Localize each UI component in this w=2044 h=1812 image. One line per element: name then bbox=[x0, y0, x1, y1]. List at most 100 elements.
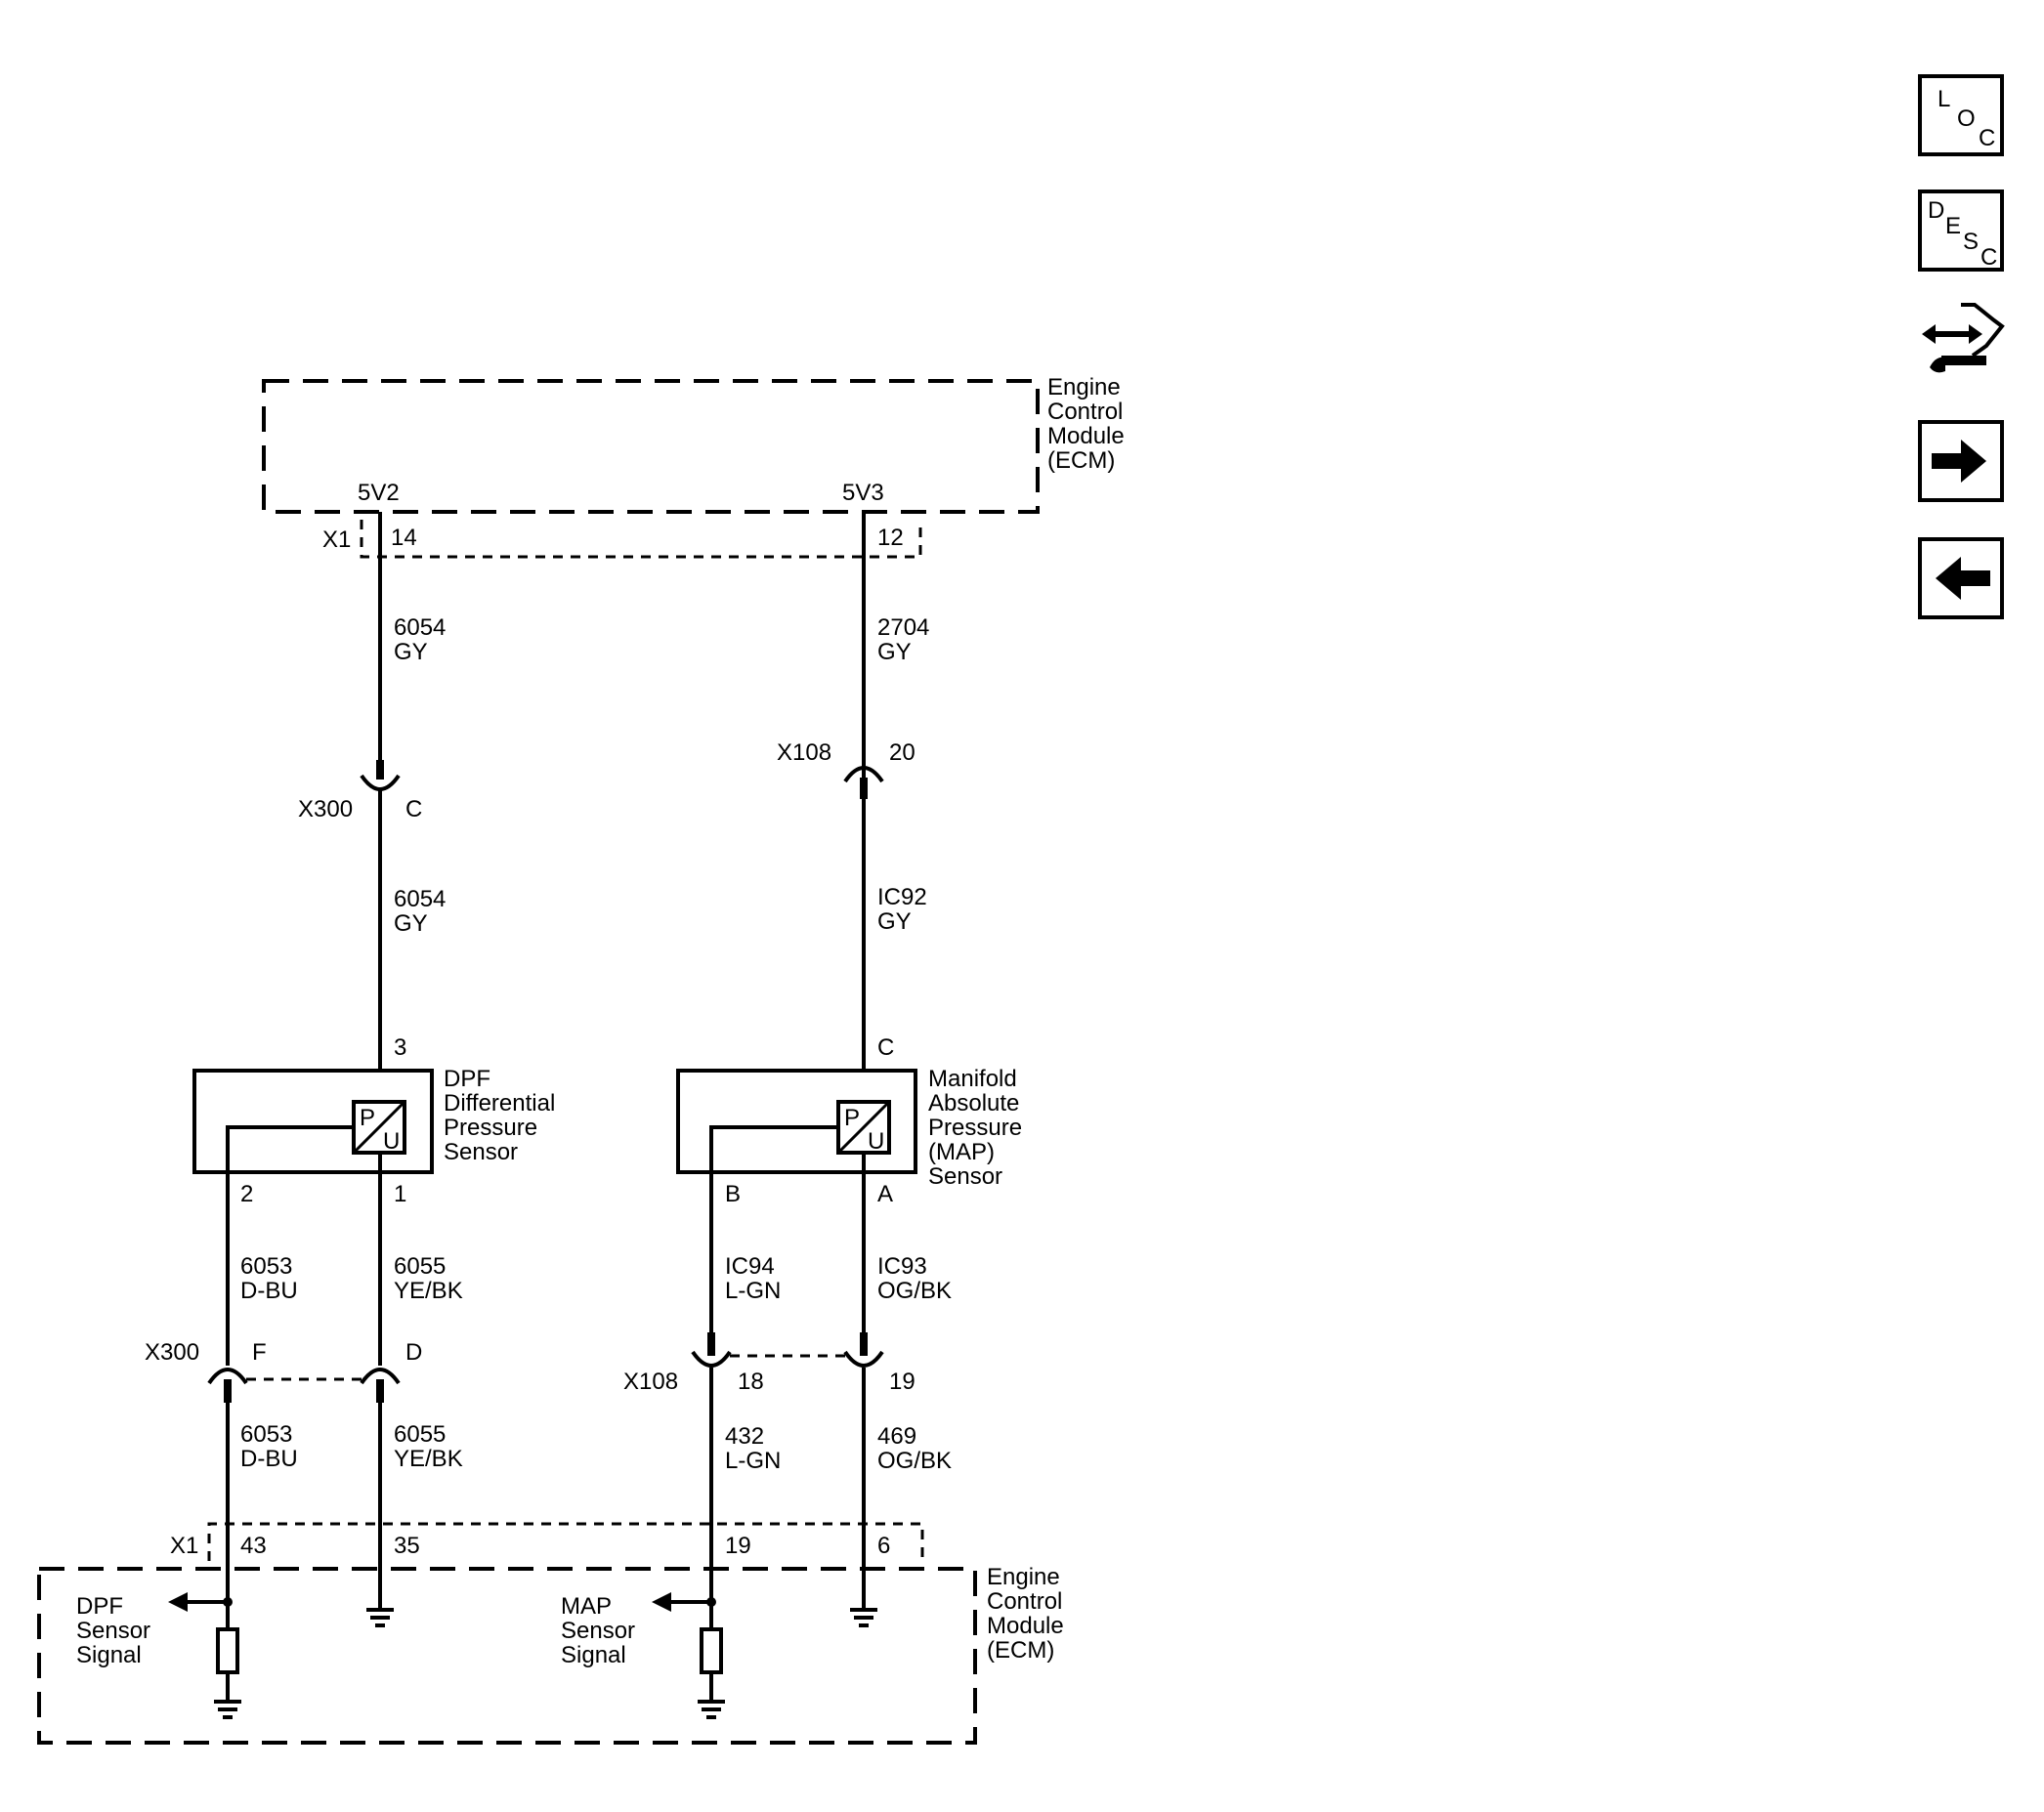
x108-lower-label: X108 bbox=[623, 1369, 678, 1395]
map-label-3: Pressure bbox=[928, 1115, 1022, 1141]
desc-icon[interactable]: D E S C bbox=[1918, 190, 2004, 272]
x300-upper-label: X300 bbox=[298, 796, 353, 822]
x300-lower-pin-f: F bbox=[252, 1339, 267, 1366]
x1-bottom-connector: X1 43 35 19 6 bbox=[170, 1522, 924, 1561]
loc-letter-o: O bbox=[1957, 105, 1976, 132]
x300-lower-label: X300 bbox=[145, 1339, 199, 1366]
pin-12-label: 12 bbox=[877, 525, 904, 551]
wire-2704-circuit: 2704 GY X108 20 IC92 GY C bbox=[777, 512, 929, 1071]
x108-lower-pin-19: 19 bbox=[889, 1369, 916, 1395]
dpf-pin-3: 3 bbox=[394, 1034, 406, 1061]
dpf-label-4: Sensor bbox=[444, 1139, 518, 1165]
map-signal-3: Signal bbox=[561, 1642, 626, 1668]
wire-ic93-color: OG/BK bbox=[877, 1278, 952, 1304]
ecm-top-title-3: Module bbox=[1047, 423, 1125, 449]
x108-upper-label: X108 bbox=[777, 739, 831, 766]
map-label-1: Manifold bbox=[928, 1066, 1017, 1092]
pin-43-label: 43 bbox=[240, 1533, 267, 1559]
x1-top-label: X1 bbox=[322, 527, 351, 553]
map-pin-a: A bbox=[877, 1181, 893, 1207]
desc-letter-d: D bbox=[1928, 197, 1945, 224]
wire-6053-a-color: D-BU bbox=[240, 1278, 298, 1304]
x1-bottom-label: X1 bbox=[170, 1533, 198, 1559]
wire-469-color: OG/BK bbox=[877, 1448, 952, 1474]
wire-2704-color: GY bbox=[877, 639, 912, 665]
pin-label-5v2: 5V2 bbox=[358, 480, 400, 506]
dpf-label-2: Differential bbox=[444, 1090, 555, 1117]
map-label-4: (MAP) bbox=[928, 1139, 995, 1165]
map-label-2: Absolute bbox=[928, 1090, 1019, 1117]
dpf-differential-pressure-sensor: P U DPF Differential Pressure Sensor 2 1 bbox=[192, 1066, 555, 1207]
back-arrow-icon[interactable] bbox=[1918, 537, 2004, 619]
map-signal-1: MAP bbox=[561, 1593, 612, 1620]
ecm-top-module: Engine Control Module (ECM) 5V2 5V3 bbox=[262, 374, 1125, 514]
desc-letter-s: S bbox=[1963, 229, 1980, 255]
map-pin-c: C bbox=[877, 1034, 894, 1061]
left-arrow-glyph bbox=[1936, 557, 1990, 600]
wire-469-number: 469 bbox=[877, 1423, 916, 1450]
wire-ic92-color: GY bbox=[877, 908, 912, 935]
x1-top-connector: X1 14 12 bbox=[322, 520, 922, 559]
dpf-lower-wiring: 6053 D-BU 6055 YE/BK X300 F D 6053 D-BU … bbox=[145, 1172, 463, 1610]
dpf-signal-1: DPF bbox=[76, 1593, 123, 1620]
wire-2704-number: 2704 bbox=[877, 614, 929, 641]
loc-letter-l: L bbox=[1938, 86, 1951, 112]
wire-ic93-number: IC93 bbox=[877, 1253, 927, 1280]
wire-ic94-number: IC94 bbox=[725, 1253, 775, 1280]
connector-repair-glyph bbox=[1922, 303, 2005, 373]
ecm-top-title-2: Control bbox=[1047, 399, 1123, 425]
wire-6054-circuit: 6054 GY X300 C 6054 GY 3 bbox=[298, 512, 446, 1071]
desc-letter-e: E bbox=[1945, 213, 1962, 239]
dpf-signal-2: Sensor bbox=[76, 1618, 150, 1644]
pin-6-label: 6 bbox=[877, 1533, 890, 1559]
map-symbol-p: P bbox=[844, 1105, 860, 1131]
ecm-bottom-module: Engine Control Module (ECM) DPF Sensor S… bbox=[37, 1564, 1064, 1745]
map-symbol-u: U bbox=[868, 1128, 884, 1155]
map-signal-2: Sensor bbox=[561, 1618, 635, 1644]
ecm-bottom-title-3: Module bbox=[987, 1613, 1064, 1639]
x300-upper-pin: C bbox=[405, 796, 422, 822]
wire-6054-b-color: GY bbox=[394, 910, 428, 937]
right-arrow-glyph bbox=[1932, 440, 1986, 483]
ecm-bottom-title-1: Engine bbox=[987, 1564, 1060, 1590]
wire-6053-b-number: 6053 bbox=[240, 1421, 292, 1448]
x108-upper-pin: 20 bbox=[889, 739, 916, 766]
x300-lower-pin-d: D bbox=[405, 1339, 422, 1366]
dpf-symbol-u: U bbox=[383, 1128, 400, 1155]
dpf-pin-1: 1 bbox=[394, 1181, 406, 1207]
map-pin-b: B bbox=[725, 1181, 741, 1207]
connector-repair-icon[interactable] bbox=[1918, 297, 2012, 391]
ecm-bottom-title-4: (ECM) bbox=[987, 1637, 1054, 1664]
wire-6055-b-number: 6055 bbox=[394, 1421, 446, 1448]
wire-432-color: L-GN bbox=[725, 1448, 781, 1474]
wire-6055-a-number: 6055 bbox=[394, 1253, 446, 1280]
ecm-top-title-1: Engine bbox=[1047, 374, 1121, 400]
map-lower-wiring: IC94 L-GN IC93 OG/BK X108 18 19 432 L-GN… bbox=[623, 1172, 952, 1610]
wire-6054-a-color: GY bbox=[394, 639, 428, 665]
desc-letter-c: C bbox=[1980, 244, 1998, 271]
wire-6055-a-color: YE/BK bbox=[394, 1278, 463, 1304]
wire-6054-b-number: 6054 bbox=[394, 886, 446, 912]
wire-6053-a-number: 6053 bbox=[240, 1253, 292, 1280]
wire-ic94-color: L-GN bbox=[725, 1278, 781, 1304]
dpf-label-1: DPF bbox=[444, 1066, 490, 1092]
wire-6053-b-color: D-BU bbox=[240, 1446, 298, 1472]
dpf-signal-3: Signal bbox=[76, 1642, 142, 1668]
wire-6055-b-color: YE/BK bbox=[394, 1446, 463, 1472]
wire-6054-a-number: 6054 bbox=[394, 614, 446, 641]
pin-19-label: 19 bbox=[725, 1533, 751, 1559]
dpf-symbol-p: P bbox=[360, 1105, 375, 1131]
loc-icon[interactable]: L O C bbox=[1918, 74, 2004, 156]
pin-label-5v3: 5V3 bbox=[842, 480, 884, 506]
loc-letter-c: C bbox=[1979, 125, 1996, 151]
wire-432-number: 432 bbox=[725, 1423, 764, 1450]
dpf-pin-2: 2 bbox=[240, 1181, 253, 1207]
pin-14-label: 14 bbox=[391, 525, 417, 551]
wire-ic92-number: IC92 bbox=[877, 884, 927, 910]
pin-35-label: 35 bbox=[394, 1533, 420, 1559]
next-arrow-icon[interactable] bbox=[1918, 420, 2004, 502]
ecm-top-title-4: (ECM) bbox=[1047, 447, 1115, 474]
map-label-5: Sensor bbox=[928, 1163, 1002, 1190]
x108-lower-pin-18: 18 bbox=[738, 1369, 764, 1395]
